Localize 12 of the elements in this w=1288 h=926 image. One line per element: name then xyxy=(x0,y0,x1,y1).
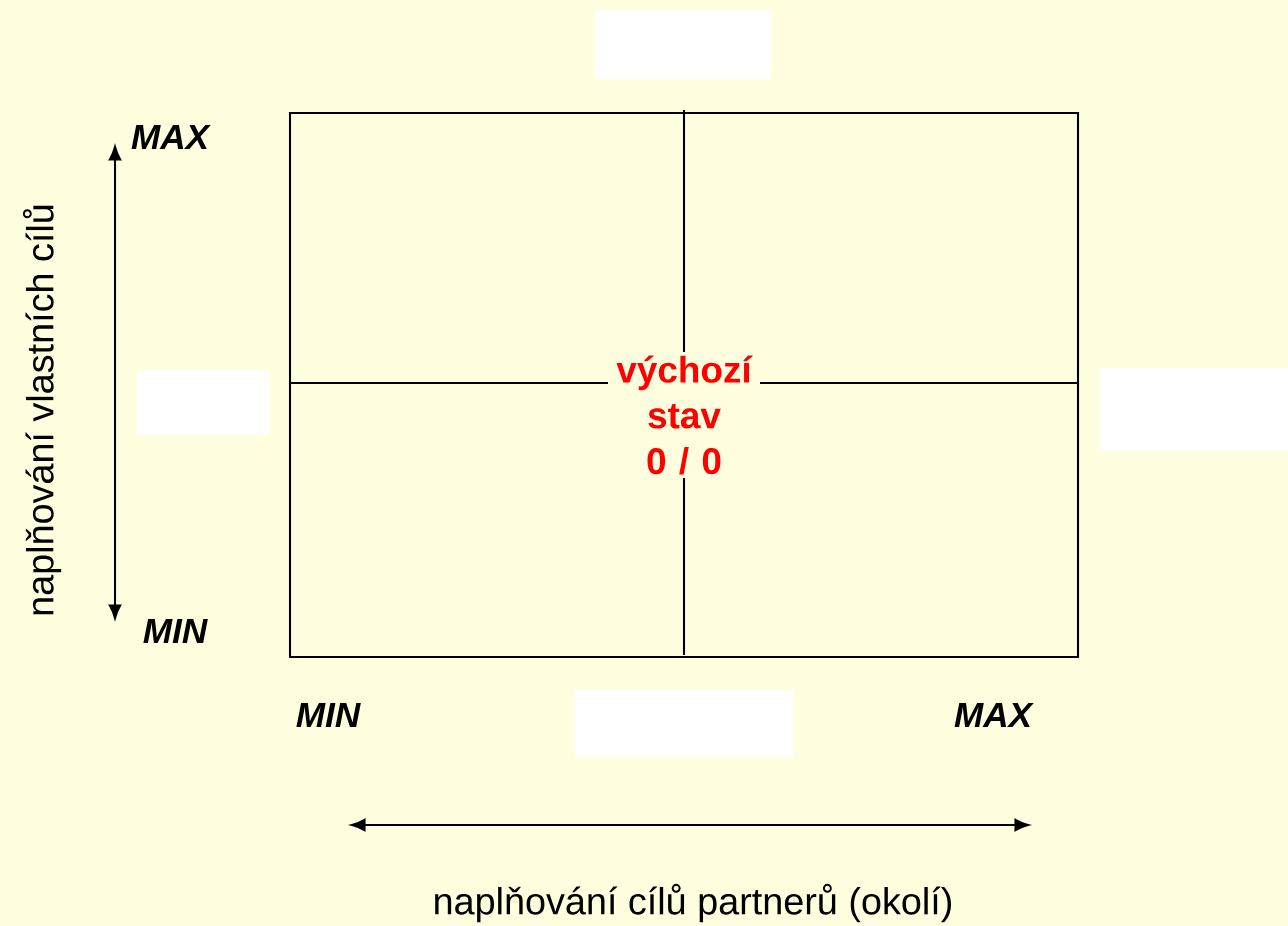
axis-end-label: MIN xyxy=(296,702,361,728)
blank-box xyxy=(1100,368,1288,451)
axis-title: naplňování vlastních cílů xyxy=(22,205,62,615)
center-label: výchozí stav 0 / 0 xyxy=(608,351,761,479)
axis-title: naplňování cílů partnerů (okolí) xyxy=(435,883,951,923)
blank-box xyxy=(595,10,771,79)
blank-box xyxy=(137,370,269,435)
quadrant-grid xyxy=(288,111,1080,659)
axis-end-label: MAX xyxy=(131,124,211,150)
axis-end-label: MIN xyxy=(143,618,208,644)
axis-end-label: MAX xyxy=(954,702,1034,728)
blank-box xyxy=(575,690,793,757)
